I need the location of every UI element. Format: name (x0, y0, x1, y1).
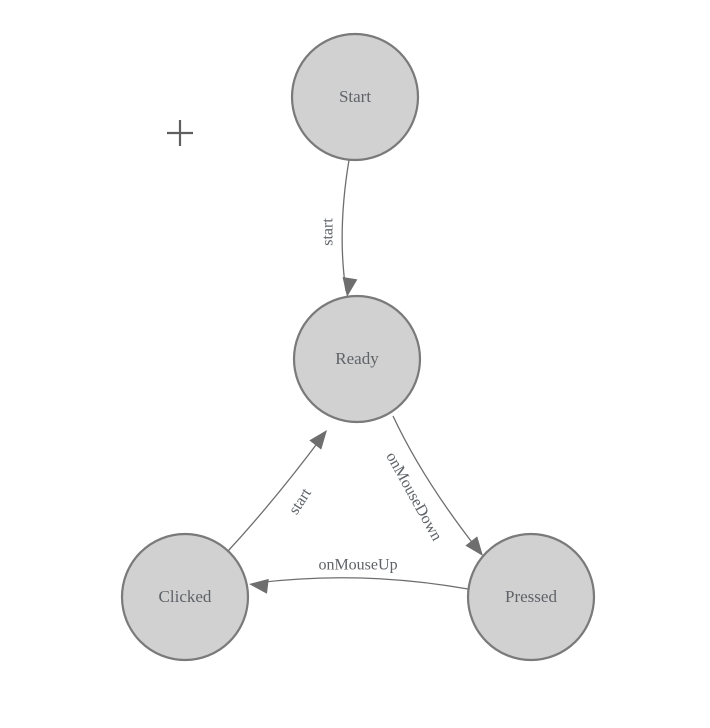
state-node-pressed[interactable]: Pressed (466, 532, 596, 662)
edge-start-to-ready[interactable]: start (320, 159, 358, 298)
state-node-label: Pressed (505, 587, 557, 606)
state-node-label: Ready (335, 349, 379, 368)
edge-arrowhead-icon (465, 536, 483, 556)
state-node-label: Clicked (159, 587, 212, 606)
edge-ready-to-pressed[interactable]: onMouseDown (382, 415, 489, 561)
edge-arrowhead-icon (249, 578, 269, 594)
state-node-ready[interactable]: Ready (292, 294, 422, 424)
crosshair-cursor-icon (167, 120, 193, 146)
edge-label: onMouseDown (382, 449, 445, 544)
state-node-label: Start (339, 87, 371, 106)
edge-line (392, 415, 479, 551)
edge-clicked-to-ready[interactable]: start (227, 425, 333, 552)
edge-label: start (286, 485, 316, 518)
edge-label: onMouseUp (318, 557, 397, 574)
edge-arrowhead-icon (342, 277, 358, 297)
edge-line (255, 577, 469, 590)
edge-label: start (320, 218, 337, 246)
edge-line (227, 436, 323, 552)
state-node-circle[interactable] (120, 532, 250, 662)
edge-pressed-to-clicked[interactable]: onMouseUp (248, 557, 469, 594)
edge-line (341, 159, 350, 292)
state-node-circle[interactable] (292, 294, 422, 424)
state-node-circle[interactable] (466, 532, 596, 662)
state-node-circle[interactable] (290, 32, 420, 162)
state-node-start[interactable]: Start (290, 32, 420, 162)
edge-arrowhead-icon (309, 430, 327, 450)
state-node-clicked[interactable]: Clicked (120, 532, 250, 662)
